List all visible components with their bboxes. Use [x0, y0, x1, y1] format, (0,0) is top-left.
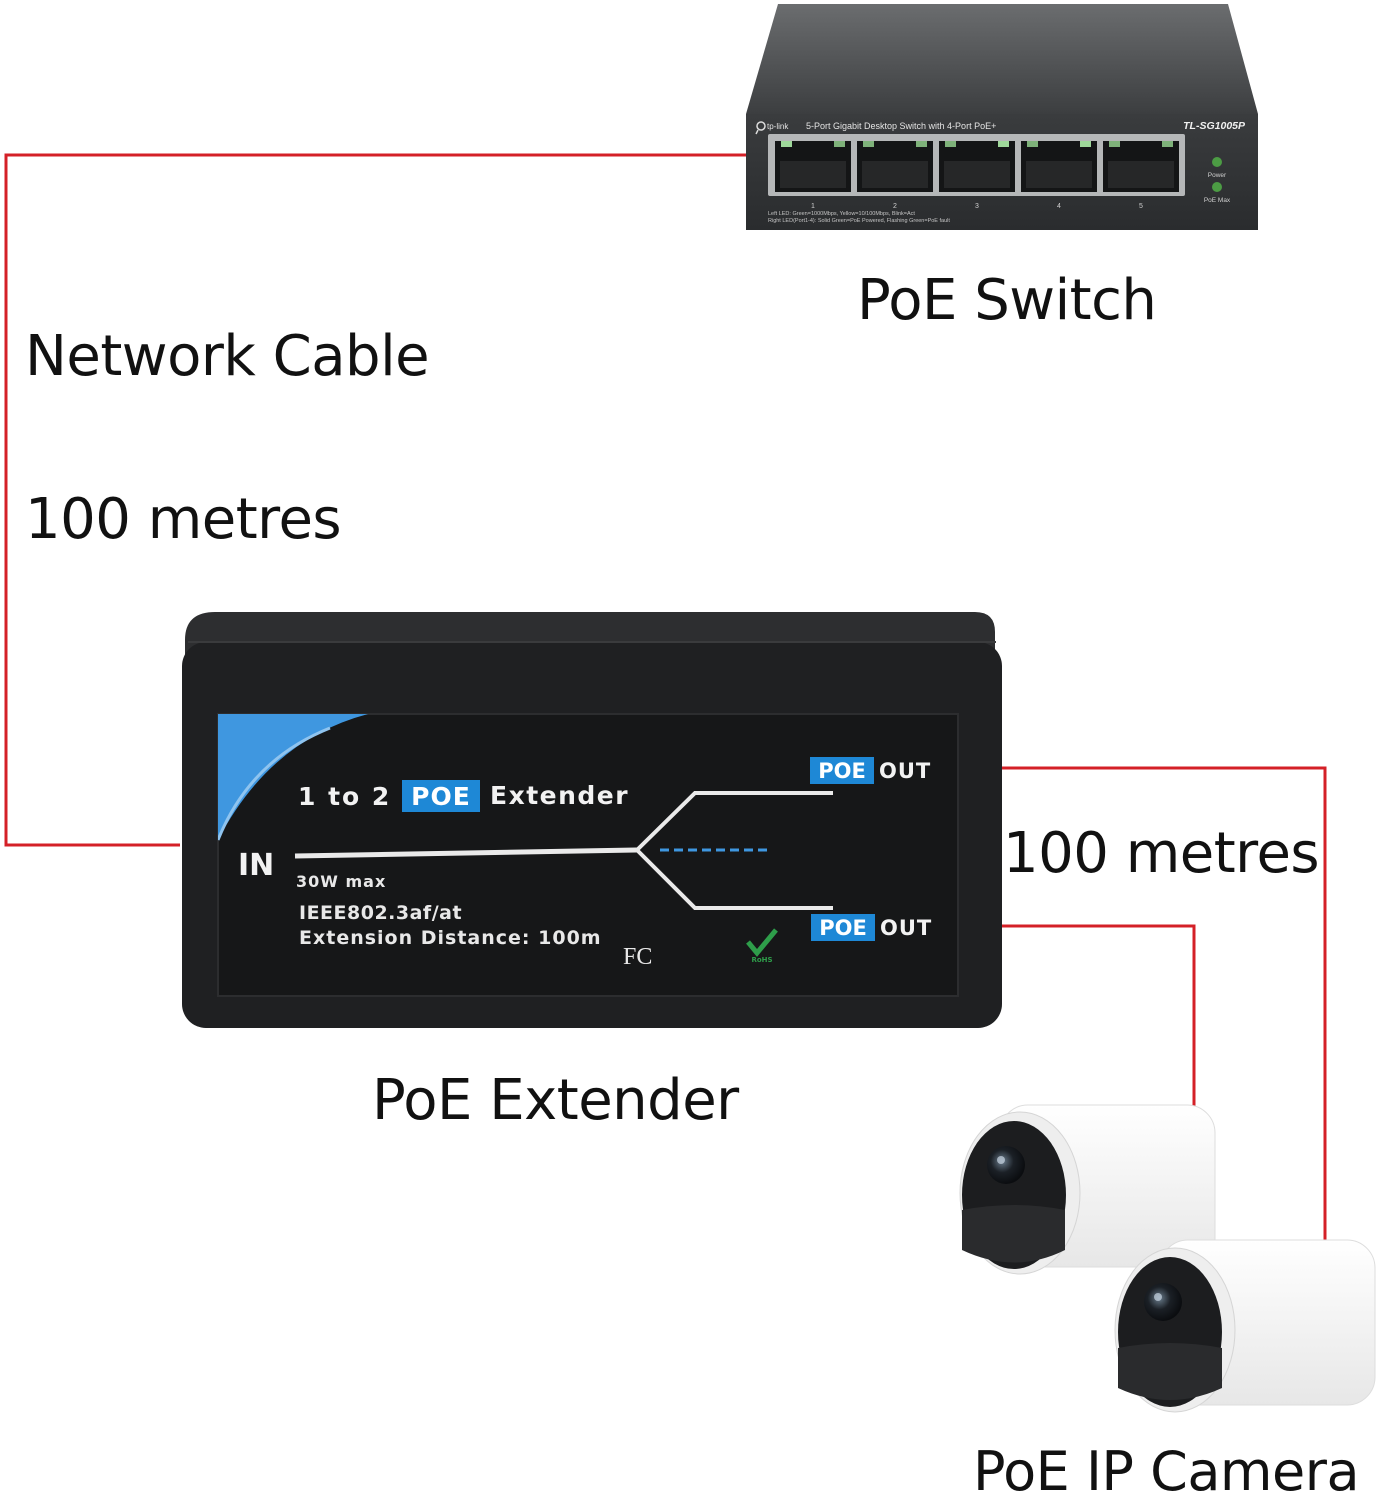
out-label-bottom: OUT	[880, 916, 932, 940]
cable-extender-to-camera-top	[1000, 924, 1196, 1110]
poe-max-led-label: PoE Max	[1204, 197, 1231, 204]
distance-left-caption: 100 metres	[25, 487, 342, 552]
port-number-5: 5	[1139, 203, 1143, 210]
cable-switch-to-extender	[4, 153, 790, 847]
switch-port-4[interactable]	[1021, 141, 1097, 192]
extender-distance: Extension Distance: 100m	[299, 927, 602, 949]
network-cable-caption: Network Cable	[25, 324, 430, 389]
extender-input-line	[294, 847, 638, 859]
port-number-4: 4	[1057, 203, 1061, 210]
extender-output-line-2	[635, 848, 833, 910]
switch-led-legend-2: Right LED(Port1-4): Solid Green=PoE Powe…	[768, 218, 950, 224]
switch-led-legend-1: Left LED: Green=1000Mbps, Yellow=10/100M…	[768, 211, 915, 217]
out-badge-top-bg	[810, 757, 874, 784]
port-number-2: 2	[893, 203, 897, 210]
tplink-logo-icon	[755, 121, 766, 135]
power-led-label: Power	[1208, 172, 1227, 179]
extender-title-suffix: Extender	[490, 781, 629, 810]
out-label-top: OUT	[879, 759, 931, 783]
extender-caption: PoE Extender	[372, 1068, 739, 1133]
extender-output-line-1	[635, 791, 833, 852]
port-number-1: 1	[811, 203, 815, 210]
switch-port-1[interactable]	[775, 141, 851, 192]
switch-model: TL-SG1005P	[1183, 120, 1246, 132]
camera-2-lens-icon	[1144, 1283, 1182, 1321]
distance-right-caption: 100 metres	[1003, 821, 1320, 886]
switch-description: 5-Port Gigabit Desktop Switch with 4-Por…	[806, 121, 996, 131]
extender-title-prefix: 1 to 2	[298, 782, 391, 811]
camera-1	[959, 1104, 1216, 1275]
out-badge-top: POE	[818, 759, 866, 783]
switch-port-5[interactable]	[1103, 141, 1179, 192]
switch-caption: PoE Switch	[857, 268, 1157, 333]
cable-extender-to-camera-bottom	[1000, 766, 1327, 1242]
out-badge-bottom-bg	[811, 914, 875, 941]
camera-caption: PoE IP Camera	[973, 1440, 1360, 1503]
rohs-check-icon	[746, 928, 778, 957]
camera-1-lens-icon	[987, 1146, 1025, 1184]
port-number-3: 3	[975, 203, 979, 210]
switch-port-3[interactable]	[939, 141, 1015, 192]
switch-top-panel	[746, 4, 1258, 114]
extender-title-badge: POE	[411, 782, 471, 811]
extender-standard: IEEE802.3af/at	[299, 902, 462, 924]
switch-brand: tp-link	[767, 122, 789, 131]
extender-title-badge-bg	[402, 780, 480, 812]
extender-power: 30W max	[296, 872, 386, 891]
fcc-mark: FC	[623, 944, 652, 970]
blue-swoosh	[218, 714, 368, 841]
switch-port-2[interactable]	[857, 141, 933, 192]
camera-2	[1114, 1239, 1376, 1413]
power-led-icon	[1212, 157, 1222, 167]
rohs-mark: RoHS	[751, 956, 772, 964]
out-badge-bottom: POE	[819, 916, 867, 940]
extender-in-label: IN	[238, 848, 274, 883]
poe-max-led-icon	[1212, 182, 1222, 192]
